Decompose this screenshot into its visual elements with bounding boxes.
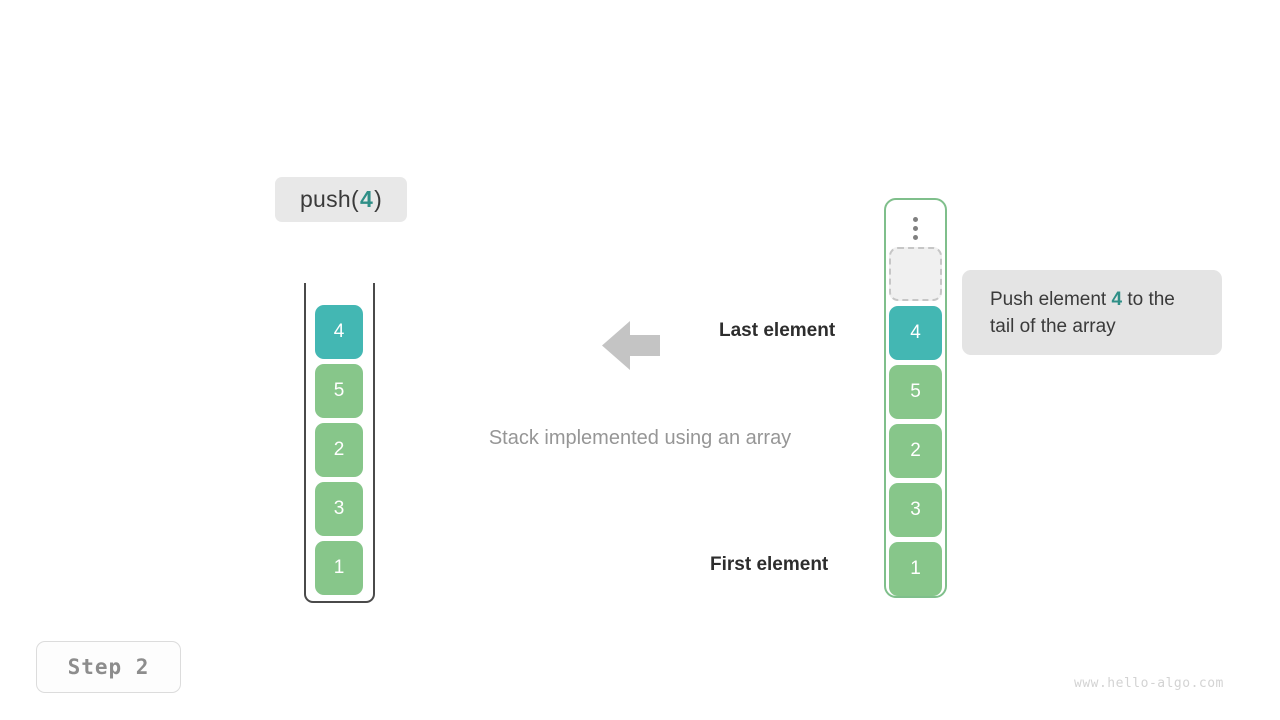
stack-cell-top: 4 <box>315 305 363 359</box>
array-cell-head: 1 <box>889 542 942 596</box>
array-cell: 3 <box>889 483 942 537</box>
callout-text-before: Push element <box>990 288 1112 310</box>
array-visualization: 4 5 2 3 1 <box>884 198 947 598</box>
last-element-label: Last element <box>719 320 836 341</box>
array-cell: 2 <box>889 424 942 478</box>
left-arrow-icon <box>602 321 660 370</box>
dot <box>913 216 918 222</box>
operation-paren-close: ) <box>374 186 383 212</box>
operation-label: push(4) <box>275 177 407 222</box>
array-cell: 5 <box>889 365 942 419</box>
dot <box>913 225 918 231</box>
stack-cell: 5 <box>315 364 363 418</box>
array-cell-list: 4 5 2 3 1 <box>889 247 942 596</box>
array-cell-empty-slot <box>889 247 942 301</box>
stack-container-frame <box>304 283 375 603</box>
step-badge: Step 2 <box>36 641 181 693</box>
operation-name: push( <box>299 186 359 212</box>
vertical-ellipsis-icon <box>884 209 947 247</box>
dot <box>913 234 918 240</box>
array-cell-tail: 4 <box>889 306 942 360</box>
callout-text: Push element 4 to the tail of the array <box>990 286 1194 340</box>
callout-text-after: to the tail of the array <box>990 288 1175 337</box>
array-container-frame <box>884 198 947 598</box>
first-element-label: First element <box>710 554 829 575</box>
operation-argument: 4 <box>359 186 374 212</box>
stack-cell-list: 4 5 2 3 1 <box>315 305 363 595</box>
stack-cell: 3 <box>315 482 363 536</box>
callout-accent-value: 4 <box>1111 288 1123 310</box>
stack-cell: 2 <box>315 423 363 477</box>
stack-caption: Stack implemented using an array <box>488 427 792 449</box>
stack-cell-bottom: 1 <box>315 541 363 595</box>
callout-box: Push element 4 to the tail of the array <box>962 270 1222 355</box>
watermark: www.hello-algo.com <box>1074 676 1224 691</box>
stack-visualization: 4 5 2 3 1 <box>304 283 375 603</box>
